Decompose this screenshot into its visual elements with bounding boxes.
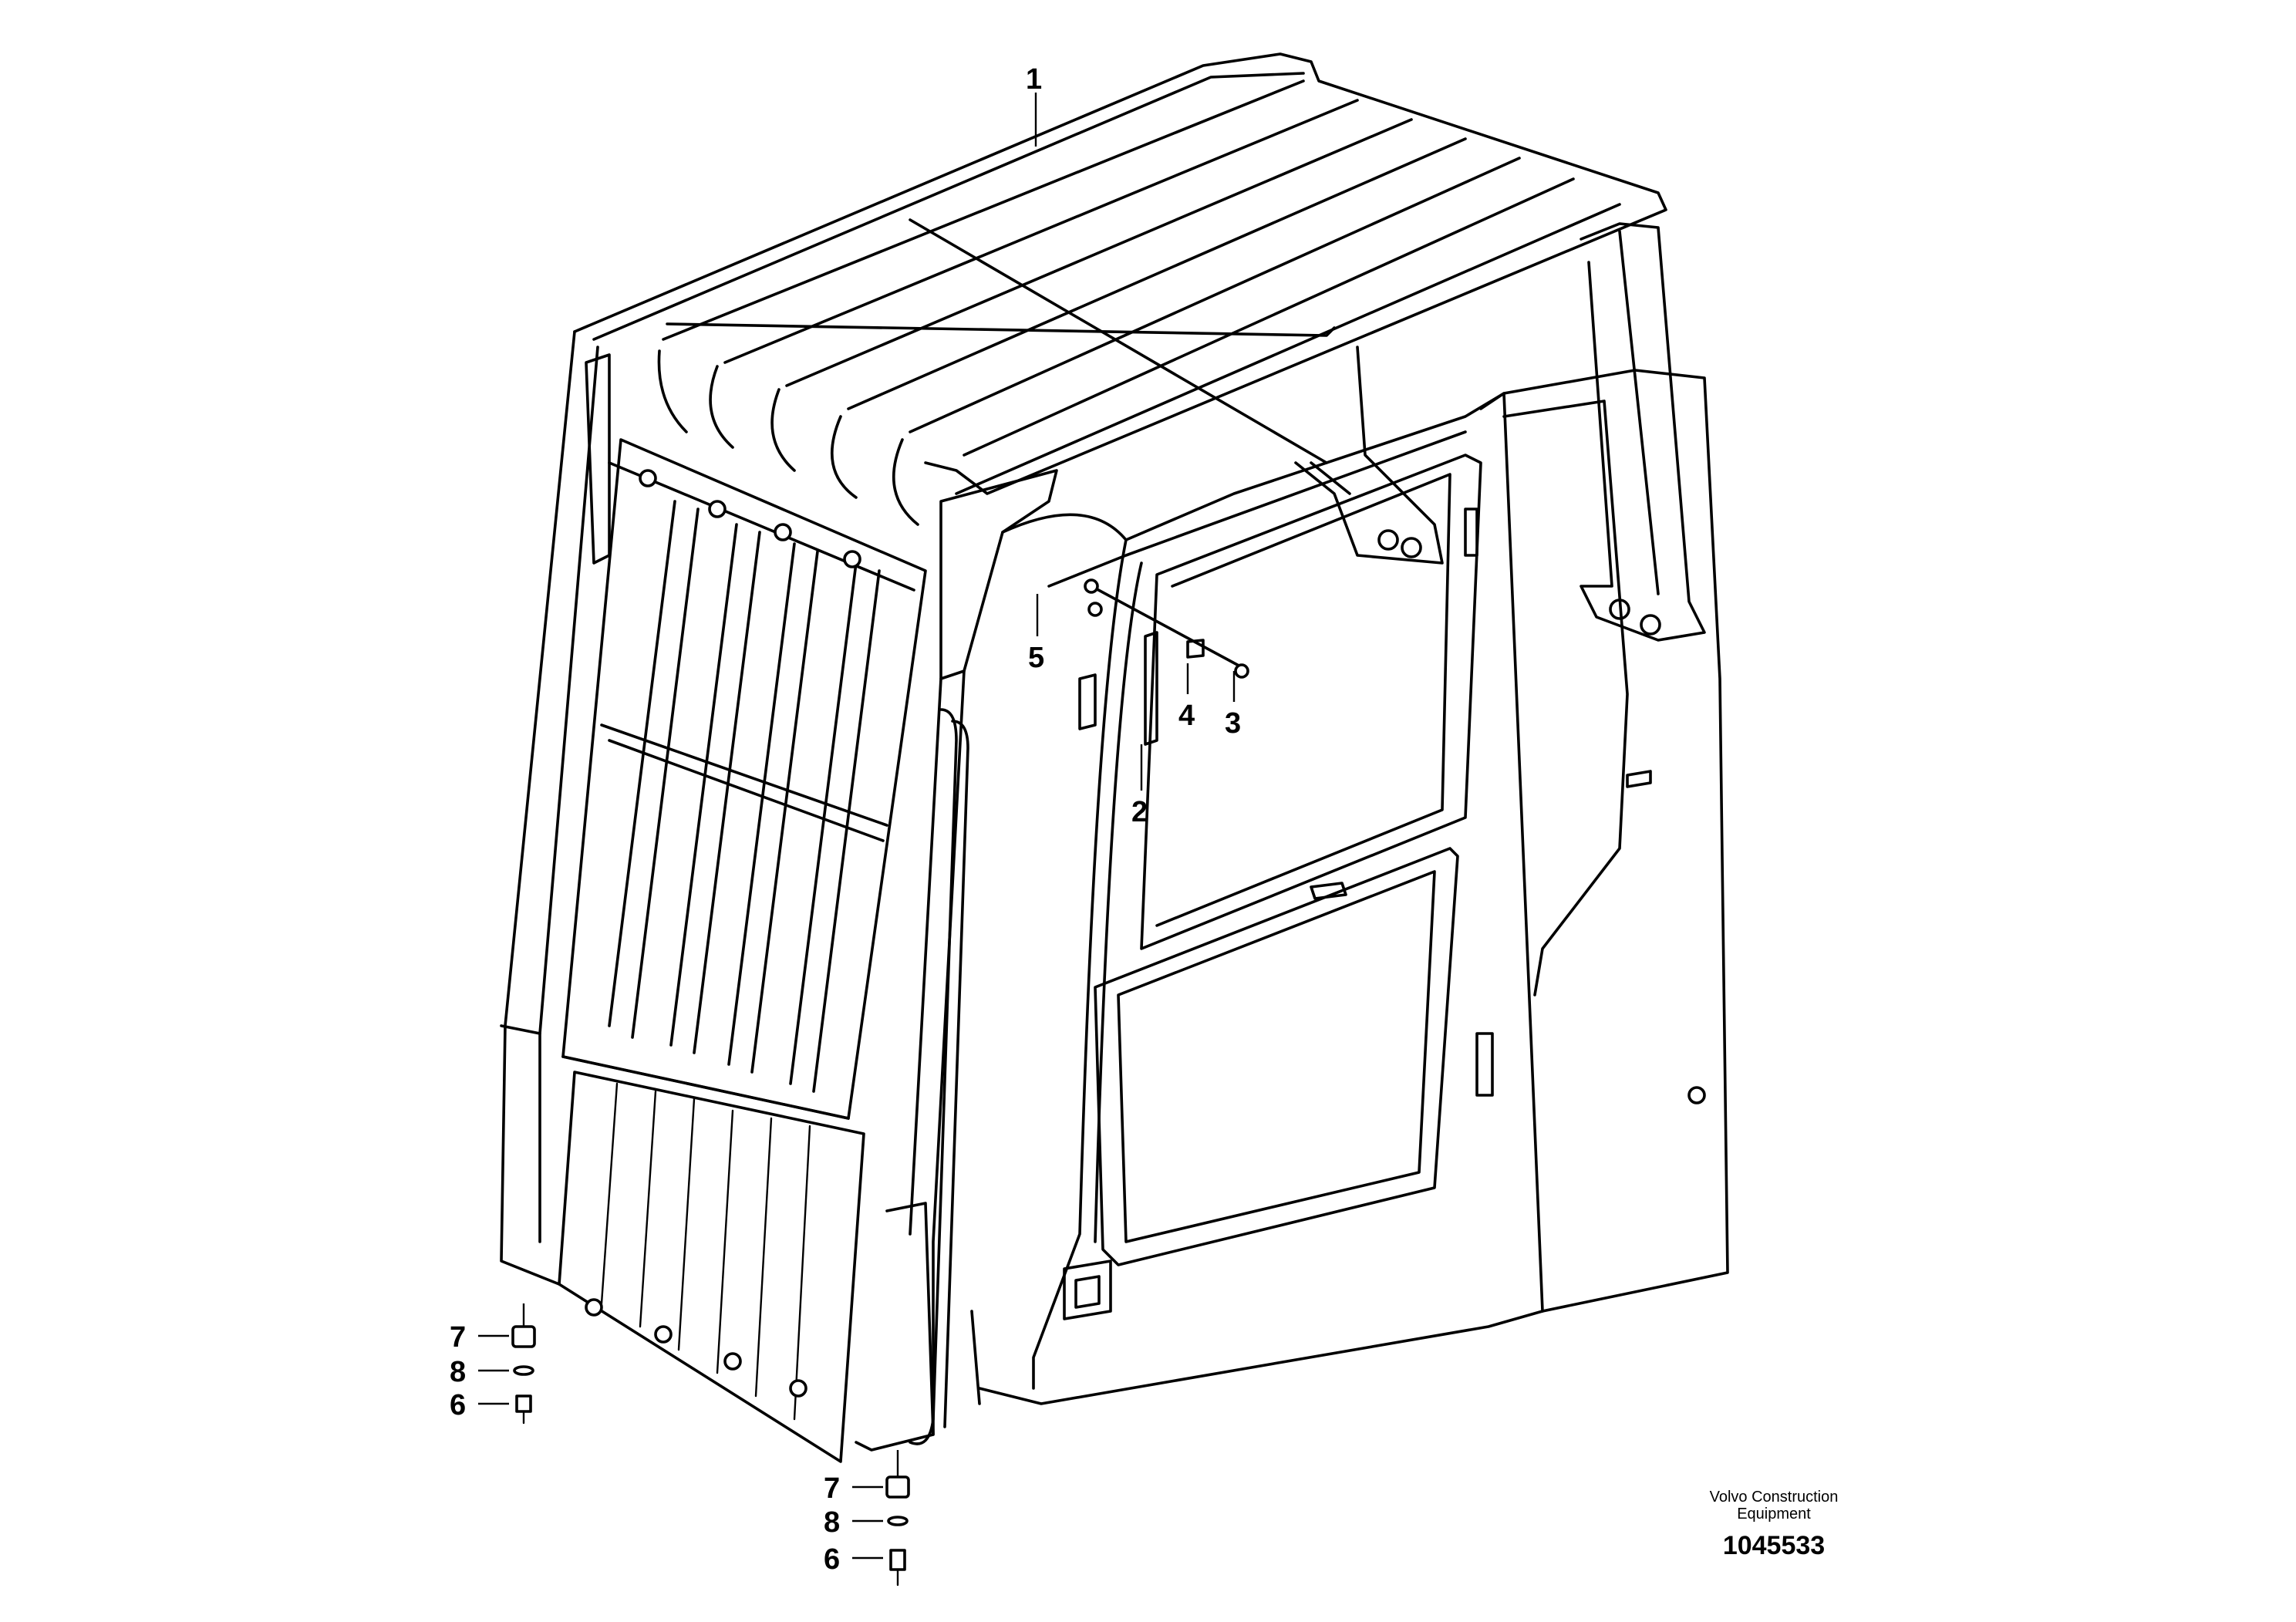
callout-6-left: 6: [450, 1389, 466, 1421]
callout-7-right: 7: [824, 1472, 840, 1505]
right-front-post: [855, 469, 1058, 1452]
brand-name-line2: Equipment: [1737, 1506, 1811, 1523]
callout-8-left: 8: [450, 1356, 466, 1388]
callout-4: 4: [1178, 700, 1195, 732]
callout-8-right: 8: [824, 1506, 840, 1539]
roof-guard: [573, 52, 1667, 495]
rear-posts: [1294, 222, 1706, 642]
callout-1: 1: [1026, 63, 1042, 96]
mount-fasteners-left: [511, 1325, 536, 1425]
mount-fasteners-right: [885, 1475, 910, 1587]
callout-5: 5: [1028, 642, 1044, 674]
brand-name-line1: Volvo Construction: [1709, 1489, 1839, 1506]
callout-7-left: 7: [450, 1321, 466, 1354]
left-side-panel: [500, 330, 611, 1286]
drawing-number: 1045533: [1722, 1531, 1826, 1560]
callout-2: 2: [1131, 796, 1148, 828]
leader-lines: [478, 93, 1236, 1560]
callout-6-right: 6: [824, 1543, 840, 1576]
front-grille-guard: [558, 349, 927, 1463]
bracket-assembly: [1078, 578, 1249, 746]
cab-body: [970, 369, 1729, 1405]
callout-3: 3: [1225, 707, 1241, 740]
